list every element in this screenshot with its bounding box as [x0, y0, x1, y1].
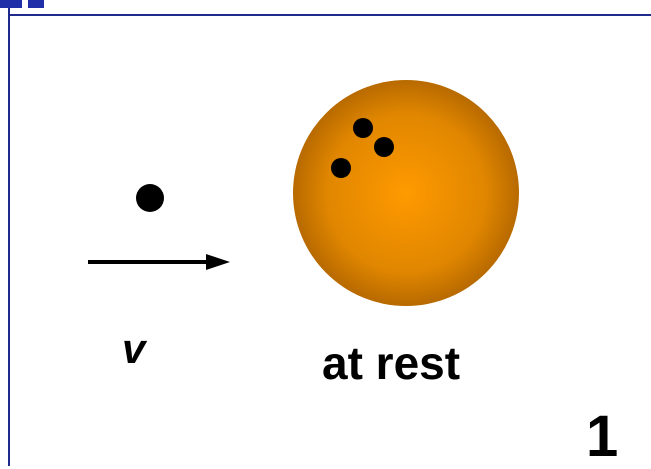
frame-left-border [8, 0, 10, 466]
velocity-arrow [88, 254, 230, 270]
thumb-hole [331, 158, 351, 178]
frame-top-border [8, 14, 651, 16]
velocity-label: v [122, 325, 146, 372]
corner-mark-notch [22, 0, 28, 8]
corner-mark [0, 0, 44, 8]
slide-number: 1 [586, 404, 619, 469]
bowling-ball [293, 80, 519, 306]
at-rest-label: at rest [322, 337, 461, 389]
projectile-particle [136, 184, 164, 212]
finger-hole-1 [353, 118, 373, 138]
finger-hole-2 [374, 137, 394, 157]
velocity-arrow-head [206, 254, 230, 270]
